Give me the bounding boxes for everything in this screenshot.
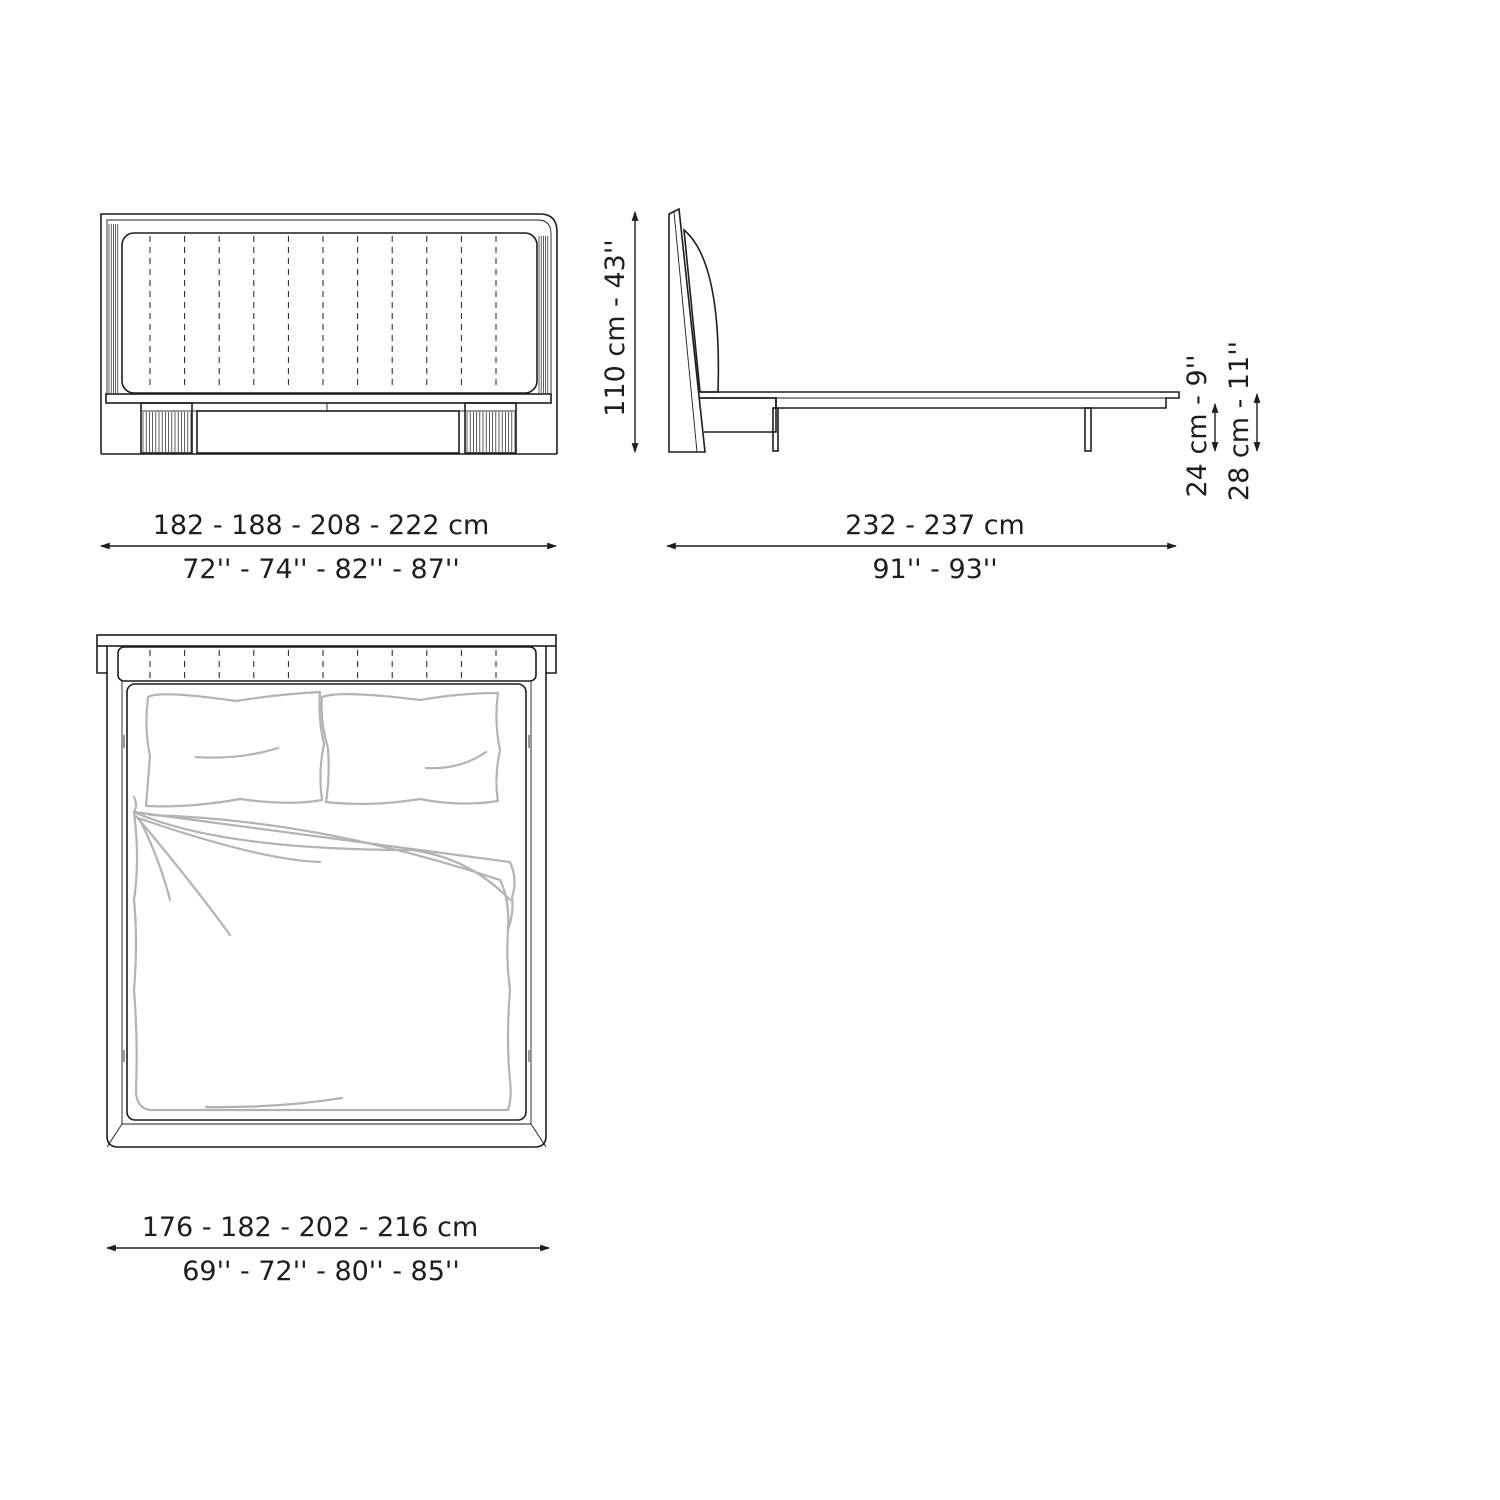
side-height-high-label: 28 cm - 11'' <box>1224 341 1255 501</box>
side-bed-slab <box>700 391 1180 409</box>
top-cushion-strip <box>117 646 537 682</box>
side-length-cm-label: 232 - 237 cm <box>845 510 1025 541</box>
top-width-in-label: 69'' - 72'' - 80'' - 85'' <box>182 1256 460 1287</box>
headboard-panel <box>121 232 538 394</box>
top-bed-frame <box>106 673 547 1148</box>
bed-leg-left <box>140 402 193 454</box>
front-width-cm-label: 182 - 188 - 208 - 222 cm <box>153 510 490 541</box>
side-headboard <box>668 207 706 453</box>
duvet <box>132 795 516 1112</box>
top-view: 176 - 182 - 202 - 216 cm 69'' - 72'' - 8… <box>96 634 557 1287</box>
bed-leg-right <box>464 402 517 454</box>
side-leg-front <box>772 407 779 452</box>
front-height-label: 110 cm - 43'' <box>600 239 631 416</box>
top-width-cm-label: 176 - 182 - 202 - 216 cm <box>142 1212 479 1243</box>
bed-base-front <box>196 410 460 454</box>
pillow-left <box>144 690 326 808</box>
headboard-rib-right <box>538 236 549 393</box>
top-headboard <box>96 634 557 647</box>
pillow-right <box>320 691 502 806</box>
headboard-stitching <box>149 236 497 390</box>
side-view: 24 cm - 9'' 28 cm - 11'' 232 - 237 cm 91… <box>666 207 1261 585</box>
top-cushion-stitching <box>149 650 497 678</box>
headboard-rib-left <box>108 224 119 393</box>
side-length-in-label: 91'' - 93'' <box>872 554 997 585</box>
bed-leg-ribs <box>142 412 516 452</box>
headboard-frame <box>100 213 558 395</box>
bed-rail-front <box>105 393 552 404</box>
front-view: 110 cm - 43'' 182 - 188 - 208 - 222 cm 7… <box>100 211 639 585</box>
top-mattress <box>126 683 527 1121</box>
front-width-in-label: 72'' - 74'' - 82'' - 87'' <box>182 554 460 585</box>
side-leg-back <box>1084 407 1092 452</box>
side-height-low-label: 24 cm - 9'' <box>1182 354 1213 497</box>
